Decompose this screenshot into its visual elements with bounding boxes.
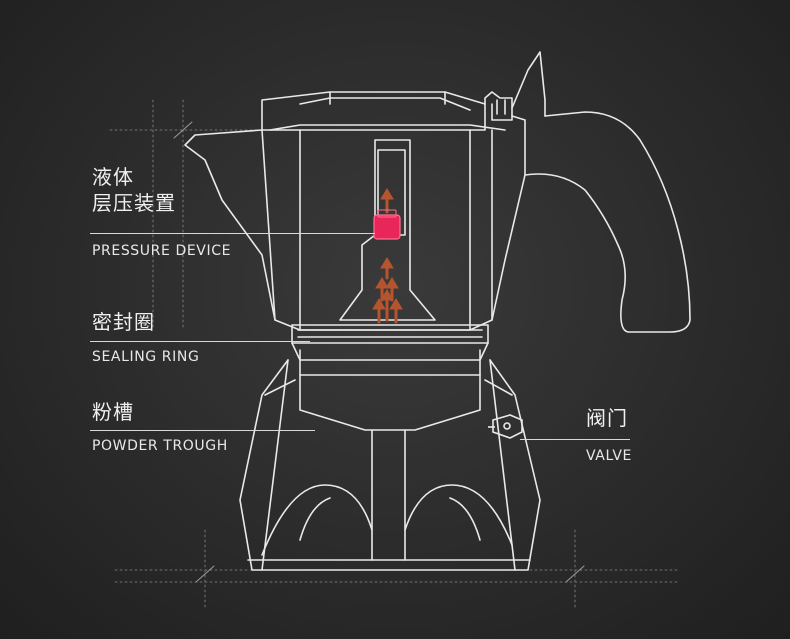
powder-trough-label-en: POWDER TROUGH [92,438,228,454]
pressure-device-marker [373,209,401,240]
valve-leader [520,439,630,440]
sealing-ring-leader [90,341,310,342]
pressure-device-label-en: PRESSURE DEVICE [92,243,232,259]
spout-tip [511,51,546,117]
sealing-ring-label-zh: 密封圈 [92,310,155,334]
lid-hinge [484,91,513,121]
pressure-device-label-zh-2: 层压装置 [92,191,176,215]
powder-trough [299,349,481,431]
pressure-device-label-zh-1: 液体 [92,165,134,189]
upper-chamber [184,115,526,331]
valve-label-zh: 阀门 [586,406,628,430]
dimension-lines [109,99,681,611]
sealing-ring [291,324,489,344]
pressure-device-leader [90,233,375,234]
dimension-ticks [173,121,585,583]
valve-label-en: VALVE [586,448,632,464]
chimney [339,139,436,321]
powder-trough-leader [90,430,315,431]
steam-arrow [372,188,403,324]
valve-icon [488,414,523,439]
boiler [239,359,541,571]
sealing-ring-label-en: SEALING RING [92,349,200,365]
handle [524,111,691,333]
powder-trough-label-zh: 粉槽 [92,400,134,424]
